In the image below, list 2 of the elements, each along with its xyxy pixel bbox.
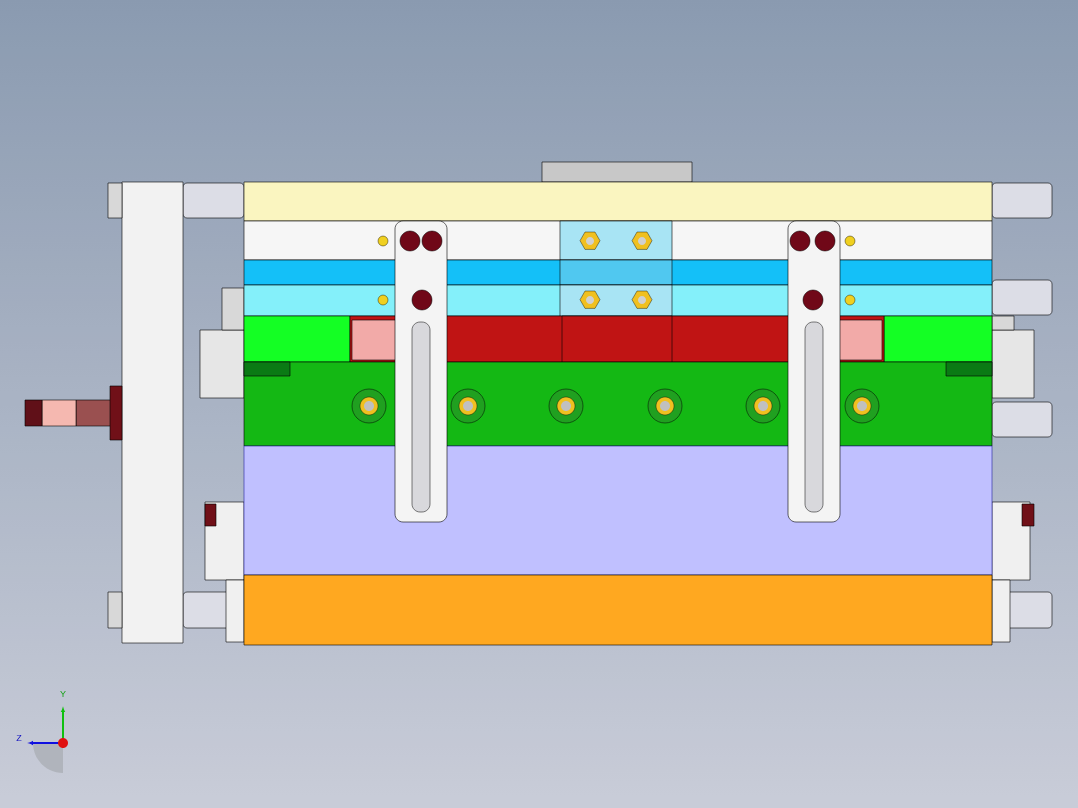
axis-label: Y: [60, 690, 66, 698]
axis-label: Z: [16, 734, 22, 742]
